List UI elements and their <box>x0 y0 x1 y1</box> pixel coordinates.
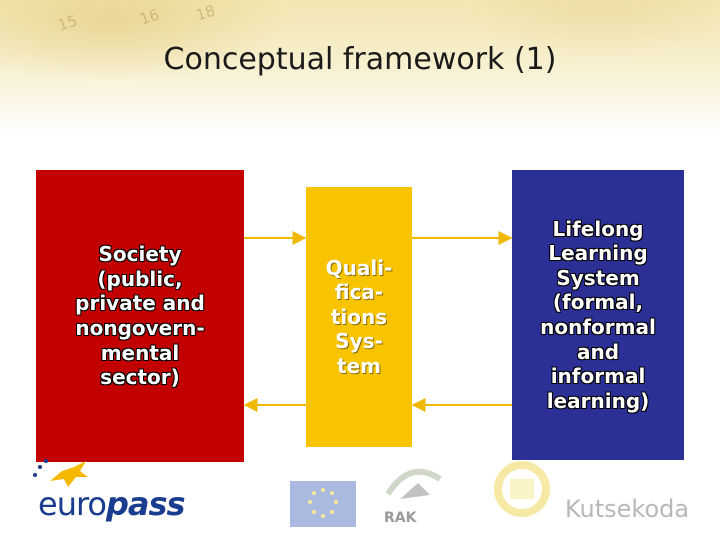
society-line: sector) <box>100 365 180 390</box>
lifelong-line: learning) <box>546 388 650 413</box>
europass-logo: europass <box>20 455 186 535</box>
rak-emblem-icon <box>385 468 442 499</box>
header-background: 15 16 18 <box>0 0 720 135</box>
rak-logo-text: RAK <box>384 510 417 526</box>
europass-suffix: pass <box>106 485 186 523</box>
qualifications-line: Quali- <box>325 255 393 280</box>
lifelong-line: Lifelong <box>552 216 644 241</box>
qualifications-line: tem <box>337 353 381 378</box>
society-line: nongovern- <box>75 316 205 340</box>
lifelong-learning-system-box: Lifelong Learning System (formal, nonfor… <box>512 170 684 460</box>
eu-stars-icon <box>308 488 338 518</box>
slide-title: Conceptual framework (1) <box>163 42 557 77</box>
qualifications-system-box: Quali- fica- tions Sys- tem <box>306 187 412 447</box>
lifelong-box-text: Lifelong Learning System (formal, nonfor… <box>540 217 656 414</box>
society-line: (public, <box>97 266 183 291</box>
lifelong-line: System <box>556 265 640 290</box>
europass-figure-icon <box>33 459 88 487</box>
lifelong-line: and <box>576 339 620 364</box>
qualifications-line: Sys- <box>335 329 383 354</box>
qualifications-line: tions <box>330 304 388 329</box>
logo-row: europass RAK Kutsekoda <box>0 455 720 540</box>
society-line: mental <box>100 340 180 365</box>
lifelong-line: nonformal <box>540 315 656 339</box>
society-box: Society (public, private and nongovern- … <box>36 170 244 462</box>
europass-prefix: euro <box>38 485 107 523</box>
kutsekoda-logo-text: Kutsekoda <box>565 495 690 523</box>
society-box-text: Society (public, private and nongovern- … <box>75 242 205 390</box>
qualifications-box-text: Quali- fica- tions Sys- tem <box>326 256 393 379</box>
eu-flag-logo <box>290 481 356 527</box>
europass-wordmark: europass <box>38 485 186 523</box>
header-decoration <box>0 0 720 135</box>
lifelong-line: (formal, <box>552 290 644 315</box>
lifelong-line: informal <box>550 364 646 389</box>
qualifications-line: fica- <box>334 280 384 305</box>
kutsekoda-emblem-icon <box>494 461 550 517</box>
lifelong-line: Learning <box>548 241 648 266</box>
society-line: private and <box>75 291 205 316</box>
society-line: Society <box>98 242 182 267</box>
